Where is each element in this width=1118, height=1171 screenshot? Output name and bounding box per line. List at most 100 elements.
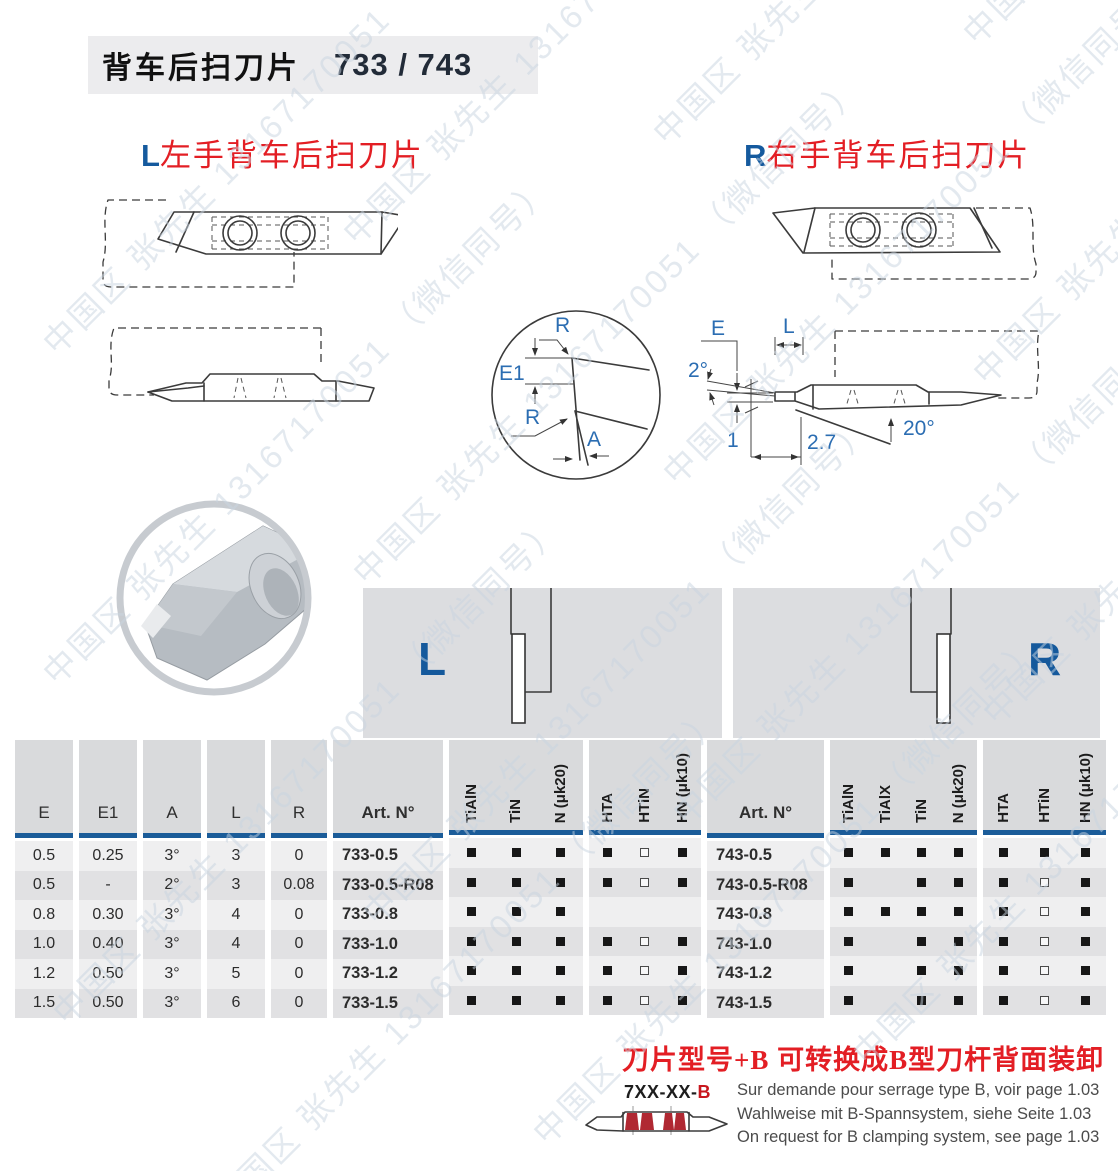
column-a: A 3° 2° 3° 3° 3° 3° bbox=[143, 740, 201, 1018]
availability-square bbox=[449, 956, 494, 986]
availability-square bbox=[1024, 927, 1065, 957]
b-system-notes: Sur demande pour serrage type B, voir pa… bbox=[737, 1079, 1099, 1150]
availability-square bbox=[538, 868, 583, 898]
availability-square bbox=[494, 838, 539, 868]
availability-square bbox=[1024, 838, 1065, 868]
availability-square bbox=[626, 956, 663, 986]
coating-label: HTiN bbox=[1036, 788, 1053, 823]
panel-letter-l: L bbox=[418, 633, 447, 685]
availability-square bbox=[830, 956, 867, 986]
availability-square bbox=[983, 838, 1024, 868]
coating-label: TiAlN bbox=[839, 784, 857, 823]
column-e1: E1 0.25 - 0.30 0.40 0.50 0.50 bbox=[79, 740, 137, 1018]
availability-square bbox=[449, 838, 494, 868]
availability-square bbox=[830, 986, 867, 1016]
right-orientation-panel: R bbox=[733, 588, 1100, 738]
availability-square bbox=[867, 956, 904, 986]
column-coatings-left-1: TiAlN TiN N (μk20) bbox=[449, 740, 583, 1018]
watermark-text: 中国区 张先生 13167170051 （微信同号） bbox=[950, 0, 1118, 54]
column-header: E bbox=[15, 740, 73, 838]
availability-square bbox=[494, 986, 539, 1016]
dim-label-r-top: R bbox=[555, 314, 570, 337]
cell-r: 0.08 bbox=[271, 870, 327, 900]
availability-square bbox=[538, 897, 583, 927]
availability-square bbox=[626, 838, 663, 868]
availability-square bbox=[449, 927, 494, 957]
availability-square bbox=[940, 838, 977, 868]
availability-square bbox=[626, 897, 663, 927]
coating-label: HTiN bbox=[636, 788, 654, 823]
dim-label-2_7: 2.7 bbox=[807, 431, 836, 454]
cell-e: 0.5 bbox=[15, 870, 73, 900]
model-code-prefix: 7XX-XX- bbox=[624, 1082, 698, 1102]
availability-square bbox=[940, 927, 977, 957]
cell-e1: 0.25 bbox=[79, 841, 137, 871]
cell-a: 3° bbox=[143, 988, 201, 1018]
availability-square bbox=[904, 956, 941, 986]
column-header: HTA HTiN HN (μk10) bbox=[589, 740, 701, 835]
column-e: E 0.5 0.5 0.8 1.0 1.2 1.5 bbox=[15, 740, 73, 1018]
availability-square bbox=[830, 927, 867, 957]
cell-e1: 0.40 bbox=[79, 929, 137, 959]
availability-square bbox=[940, 868, 977, 898]
availability-square bbox=[626, 927, 663, 957]
right-hand-prefix: R bbox=[744, 138, 767, 173]
left-hand-prefix: L bbox=[141, 138, 160, 173]
availability-square bbox=[664, 838, 701, 868]
cell-e1: 0.50 bbox=[79, 988, 137, 1018]
availability-square bbox=[904, 838, 941, 868]
cell-r: 0 bbox=[271, 841, 327, 871]
availability-square bbox=[1024, 868, 1065, 898]
panel-letter-r: R bbox=[1028, 633, 1062, 685]
availability-square bbox=[664, 897, 701, 927]
dim-label-e1: E1 bbox=[499, 362, 525, 385]
availability-square bbox=[1065, 927, 1106, 957]
coating-label: HN (μk10) bbox=[1077, 752, 1094, 823]
cell-art-number: 733-0.8 bbox=[333, 900, 443, 930]
b-type-note: 刀片型号+B 可转换成B型刀杆背面装卸 bbox=[622, 1045, 1105, 1075]
availability-square bbox=[867, 986, 904, 1016]
cell-e: 1.5 bbox=[15, 988, 73, 1018]
column-l: L 3 3 4 4 5 6 bbox=[207, 740, 265, 1018]
cell-l: 6 bbox=[207, 988, 265, 1018]
page-title: 背车后扫刀片 bbox=[102, 52, 300, 85]
availability-square bbox=[538, 927, 583, 957]
availability-square bbox=[1065, 897, 1106, 927]
availability-square bbox=[867, 927, 904, 957]
availability-square bbox=[538, 838, 583, 868]
availability-square bbox=[538, 956, 583, 986]
cell-art-number: 733-1.2 bbox=[333, 959, 443, 989]
dim-label-2deg: 2° bbox=[688, 359, 708, 382]
side-view-dimension-drawing: E L 2° 1 2.7 20° bbox=[688, 315, 1040, 465]
model-numbers: 733 / 743 bbox=[334, 47, 473, 82]
note-english: On request for B clamping system, see pa… bbox=[737, 1128, 1100, 1146]
dim-label-a: A bbox=[587, 428, 601, 451]
coating-label: TiAlN bbox=[462, 784, 480, 823]
left-insert-top-view-drawing bbox=[102, 199, 398, 288]
column-coatings-left-2: HTA HTiN HN (μk10) bbox=[589, 740, 701, 1018]
cell-l: 5 bbox=[207, 959, 265, 989]
cell-e1: 0.50 bbox=[79, 959, 137, 989]
availability-square bbox=[867, 868, 904, 898]
cell-art-number: 743-0.5 bbox=[707, 841, 824, 871]
availability-square bbox=[589, 868, 626, 898]
cell-e1: 0.30 bbox=[79, 900, 137, 930]
availability-square bbox=[830, 838, 867, 868]
column-coatings-right-2: HTA HTiN HN (μk10) bbox=[983, 740, 1106, 1018]
cell-l: 4 bbox=[207, 900, 265, 930]
model-code: 7XX-XX-B bbox=[624, 1082, 711, 1103]
coating-label: TiN bbox=[913, 799, 931, 823]
cell-r: 0 bbox=[271, 929, 327, 959]
column-header: L bbox=[207, 740, 265, 838]
right-toolholder-sketch bbox=[910, 588, 952, 724]
availability-square bbox=[589, 956, 626, 986]
cell-r: 0 bbox=[271, 988, 327, 1018]
availability-square bbox=[494, 956, 539, 986]
availability-square bbox=[983, 956, 1024, 986]
availability-square bbox=[664, 927, 701, 957]
cell-art-number: 733-1.5 bbox=[333, 988, 443, 1018]
coating-label: HTA bbox=[599, 793, 617, 823]
column-header: R bbox=[271, 740, 327, 838]
availability-square bbox=[589, 838, 626, 868]
model-code-b-suffix: B bbox=[697, 1082, 712, 1102]
